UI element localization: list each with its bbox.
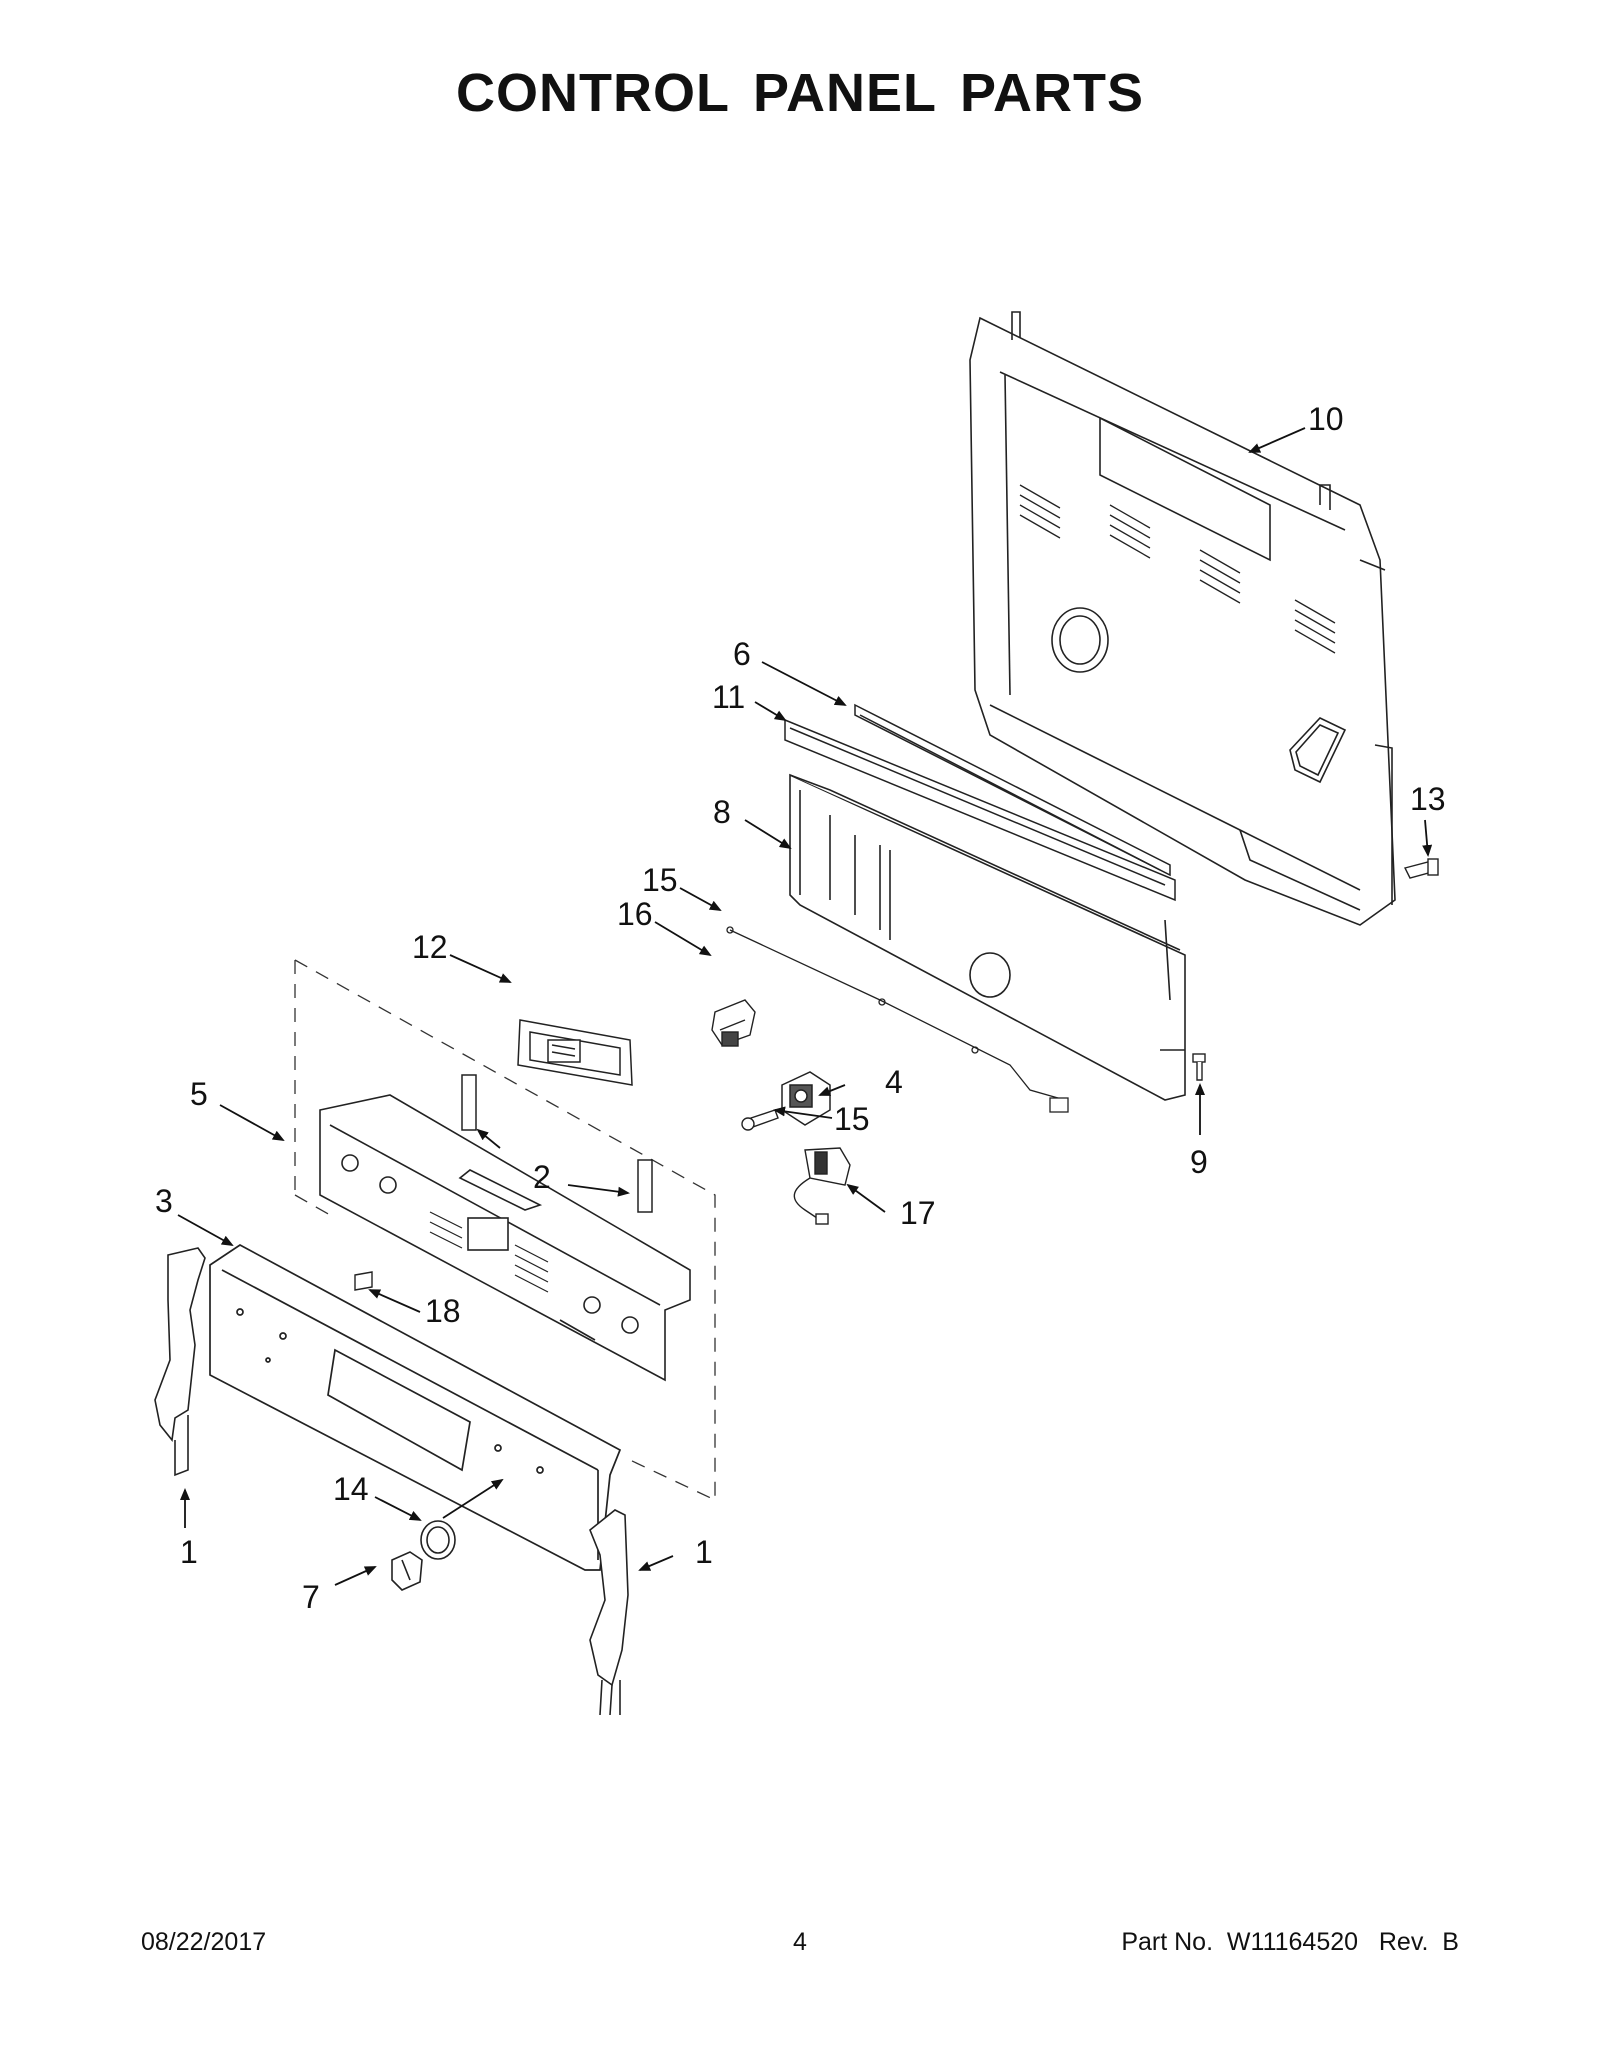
screw-part-13 [1403, 858, 1439, 879]
page-title: CONTROL PANEL PARTS [455, 63, 1145, 123]
callout-5: 5 [190, 1076, 208, 1112]
panel-frame-part-5 [319, 1094, 691, 1382]
footer-date: 08/22/2017 [141, 1928, 267, 1956]
connector-part-16 [711, 999, 756, 1047]
callout-16: 16 [617, 896, 653, 932]
assembly-outline [294, 959, 716, 1502]
callout-18: 18 [425, 1293, 461, 1329]
callout-2: 2 [533, 1159, 551, 1195]
sensor-part-17 [793, 1147, 851, 1225]
control-board-part-12 [517, 1019, 633, 1086]
fastener-part-18 [354, 1271, 373, 1291]
callout-1-left: 1 [180, 1534, 198, 1570]
control-housing-part-8 [789, 773, 1186, 1101]
knob-trim-part-14 [420, 1520, 456, 1560]
wire-harness-part-15 [726, 926, 1069, 1113]
callout-12: 12 [412, 929, 448, 965]
callout-10: 10 [1308, 401, 1344, 437]
callout-3: 3 [155, 1183, 173, 1219]
callout-8: 8 [713, 794, 731, 830]
callout-7: 7 [302, 1579, 320, 1615]
switch-part-4 [781, 1071, 831, 1126]
callout-13: 13 [1410, 781, 1446, 817]
footer-part-number: Part No. W11164520 Rev. B [1121, 1928, 1459, 1956]
bracket-part-6 [854, 703, 1171, 877]
callout-15-bottom: 15 [834, 1101, 870, 1137]
callout-4: 4 [885, 1064, 903, 1100]
callout-6: 6 [733, 636, 751, 672]
callout-numbers: 10 6 11 8 15 16 12 13 5 2 4 15 17 9 18 3… [155, 401, 1446, 1615]
callout-9: 9 [1190, 1144, 1208, 1180]
footer-page-number: 4 [793, 1928, 807, 1956]
console-front-part-3 [209, 1244, 622, 1571]
end-cap-left-part-1 [154, 1247, 206, 1477]
knob-part-7 [391, 1551, 423, 1591]
rear-panel-part-10 [969, 311, 1396, 926]
screw-part-15 [741, 1109, 779, 1131]
end-cap-right-part-1 [589, 1509, 629, 1716]
callout-15-top: 15 [642, 862, 678, 898]
screw-part-9 [1192, 1053, 1206, 1081]
callout-arrows [177, 427, 1433, 1586]
callout-11: 11 [712, 679, 745, 715]
callout-14: 14 [333, 1471, 369, 1507]
trim-part-11 [784, 718, 1176, 902]
callout-1-right: 1 [695, 1534, 713, 1570]
callout-17: 17 [900, 1195, 936, 1231]
bracket-part-2 [461, 1074, 653, 1213]
